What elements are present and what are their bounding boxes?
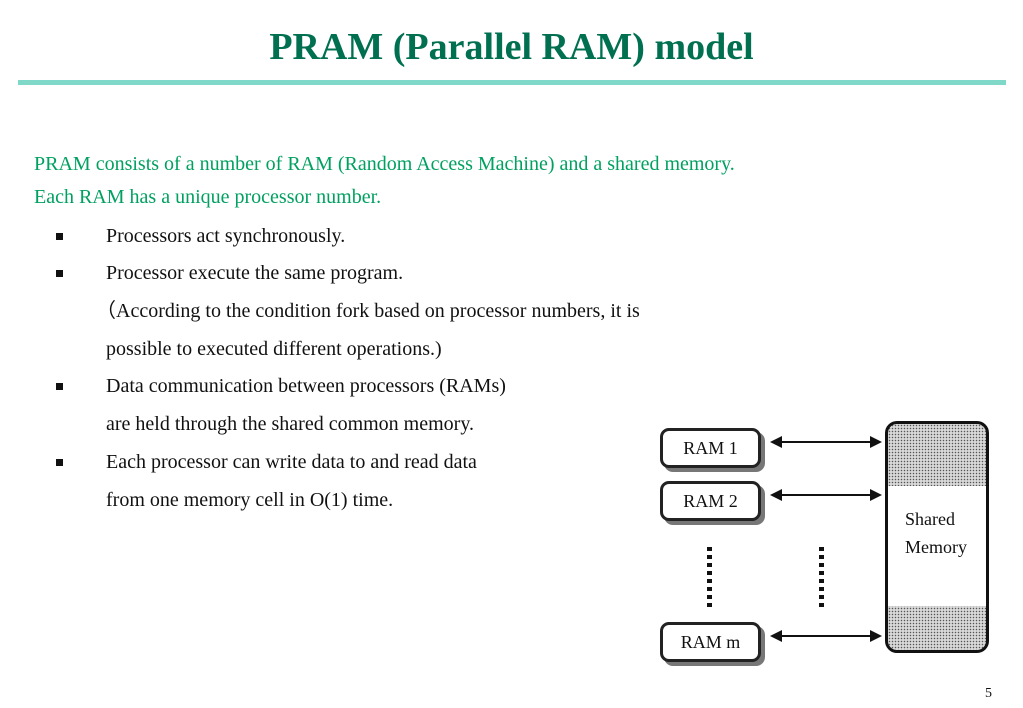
double-arrow-ram-2 [770, 489, 882, 501]
bullet-item-4-line-1: Each processor can write data to and rea… [106, 451, 477, 473]
page-number: 5 [985, 686, 992, 701]
intro-text: PRAM consists of a number of RAM (Random… [34, 148, 735, 214]
bullet-item-2-note-line-2: possible to executed different operation… [106, 338, 442, 360]
shared-memory-inner [888, 486, 986, 606]
bullet-item-3-line-1: Data communication between processors (R… [106, 375, 506, 397]
shared-memory-box [885, 421, 989, 653]
bullet-marker [56, 459, 63, 466]
bullet-item-2: Processor execute the same program. [106, 262, 404, 284]
ram-box-1: RAM 1 [660, 428, 761, 468]
shared-memory-label: Shared Memory [905, 505, 967, 561]
bullet-marker [56, 233, 63, 240]
title-underline [18, 80, 1006, 85]
ram-box-m: RAM m [660, 622, 761, 662]
intro-line-1: PRAM consists of a number of RAM (Random… [34, 153, 735, 175]
bullet-marker [56, 270, 63, 277]
shared-memory-label-line-2: Memory [905, 537, 967, 557]
bullet-item-3-line-2: are held through the shared common memor… [106, 413, 475, 435]
shared-memory-label-line-1: Shared [905, 509, 955, 529]
bullet-item-2-note-line-1: （According to the condition fork based o… [96, 300, 640, 322]
bullet-marker [56, 383, 63, 390]
double-arrow-ram-m [770, 630, 882, 642]
ram-box-2: RAM 2 [660, 481, 761, 521]
intro-line-2: Each RAM has a unique processor number. [34, 186, 382, 208]
bullet-item-4-line-2: from one memory cell in O(1) time. [106, 489, 394, 511]
slide-title: PRAM (Parallel RAM) model [269, 26, 754, 68]
bullet-item-1: Processors act synchronously. [106, 225, 346, 247]
ellipsis-dots-arrows [819, 547, 824, 607]
ellipsis-dots-rams [707, 547, 712, 607]
double-arrow-ram-1 [770, 436, 882, 448]
